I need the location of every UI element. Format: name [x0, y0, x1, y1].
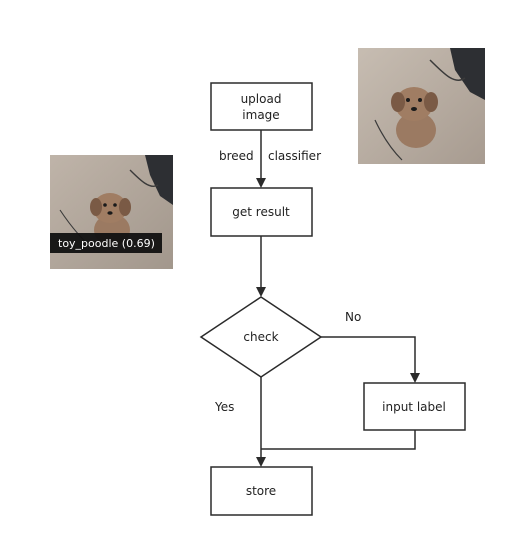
- node-get-result-label: get result: [232, 205, 290, 219]
- prediction-text: toy_poodle (0.69): [58, 237, 155, 250]
- edge-label-no: No: [345, 310, 361, 324]
- node-check: check: [199, 296, 323, 378]
- edge-label-breed: breed: [219, 149, 254, 163]
- edges: [256, 130, 420, 467]
- input-dog-photo: [358, 48, 485, 164]
- node-get-result: get result: [210, 187, 313, 237]
- node-check-label: check: [243, 330, 278, 344]
- node-upload-line2: image: [242, 108, 279, 122]
- node-store-label: store: [246, 484, 276, 498]
- prediction-badge: [50, 233, 162, 253]
- node-input-label-label: input label: [382, 400, 446, 414]
- edge-label-yes: Yes: [214, 400, 234, 414]
- node-upload-image: upload image: [210, 82, 313, 131]
- classified-dog-photo: toy_poodle (0.69): [50, 155, 173, 269]
- edge-label-classifier: classifier: [268, 149, 321, 163]
- edge-label-to-store: [261, 430, 416, 450]
- node-store: store: [210, 466, 313, 516]
- edge-check-no: [321, 336, 420, 383]
- node-upload-line1: upload: [241, 92, 282, 106]
- node-input-label: input label: [363, 382, 466, 431]
